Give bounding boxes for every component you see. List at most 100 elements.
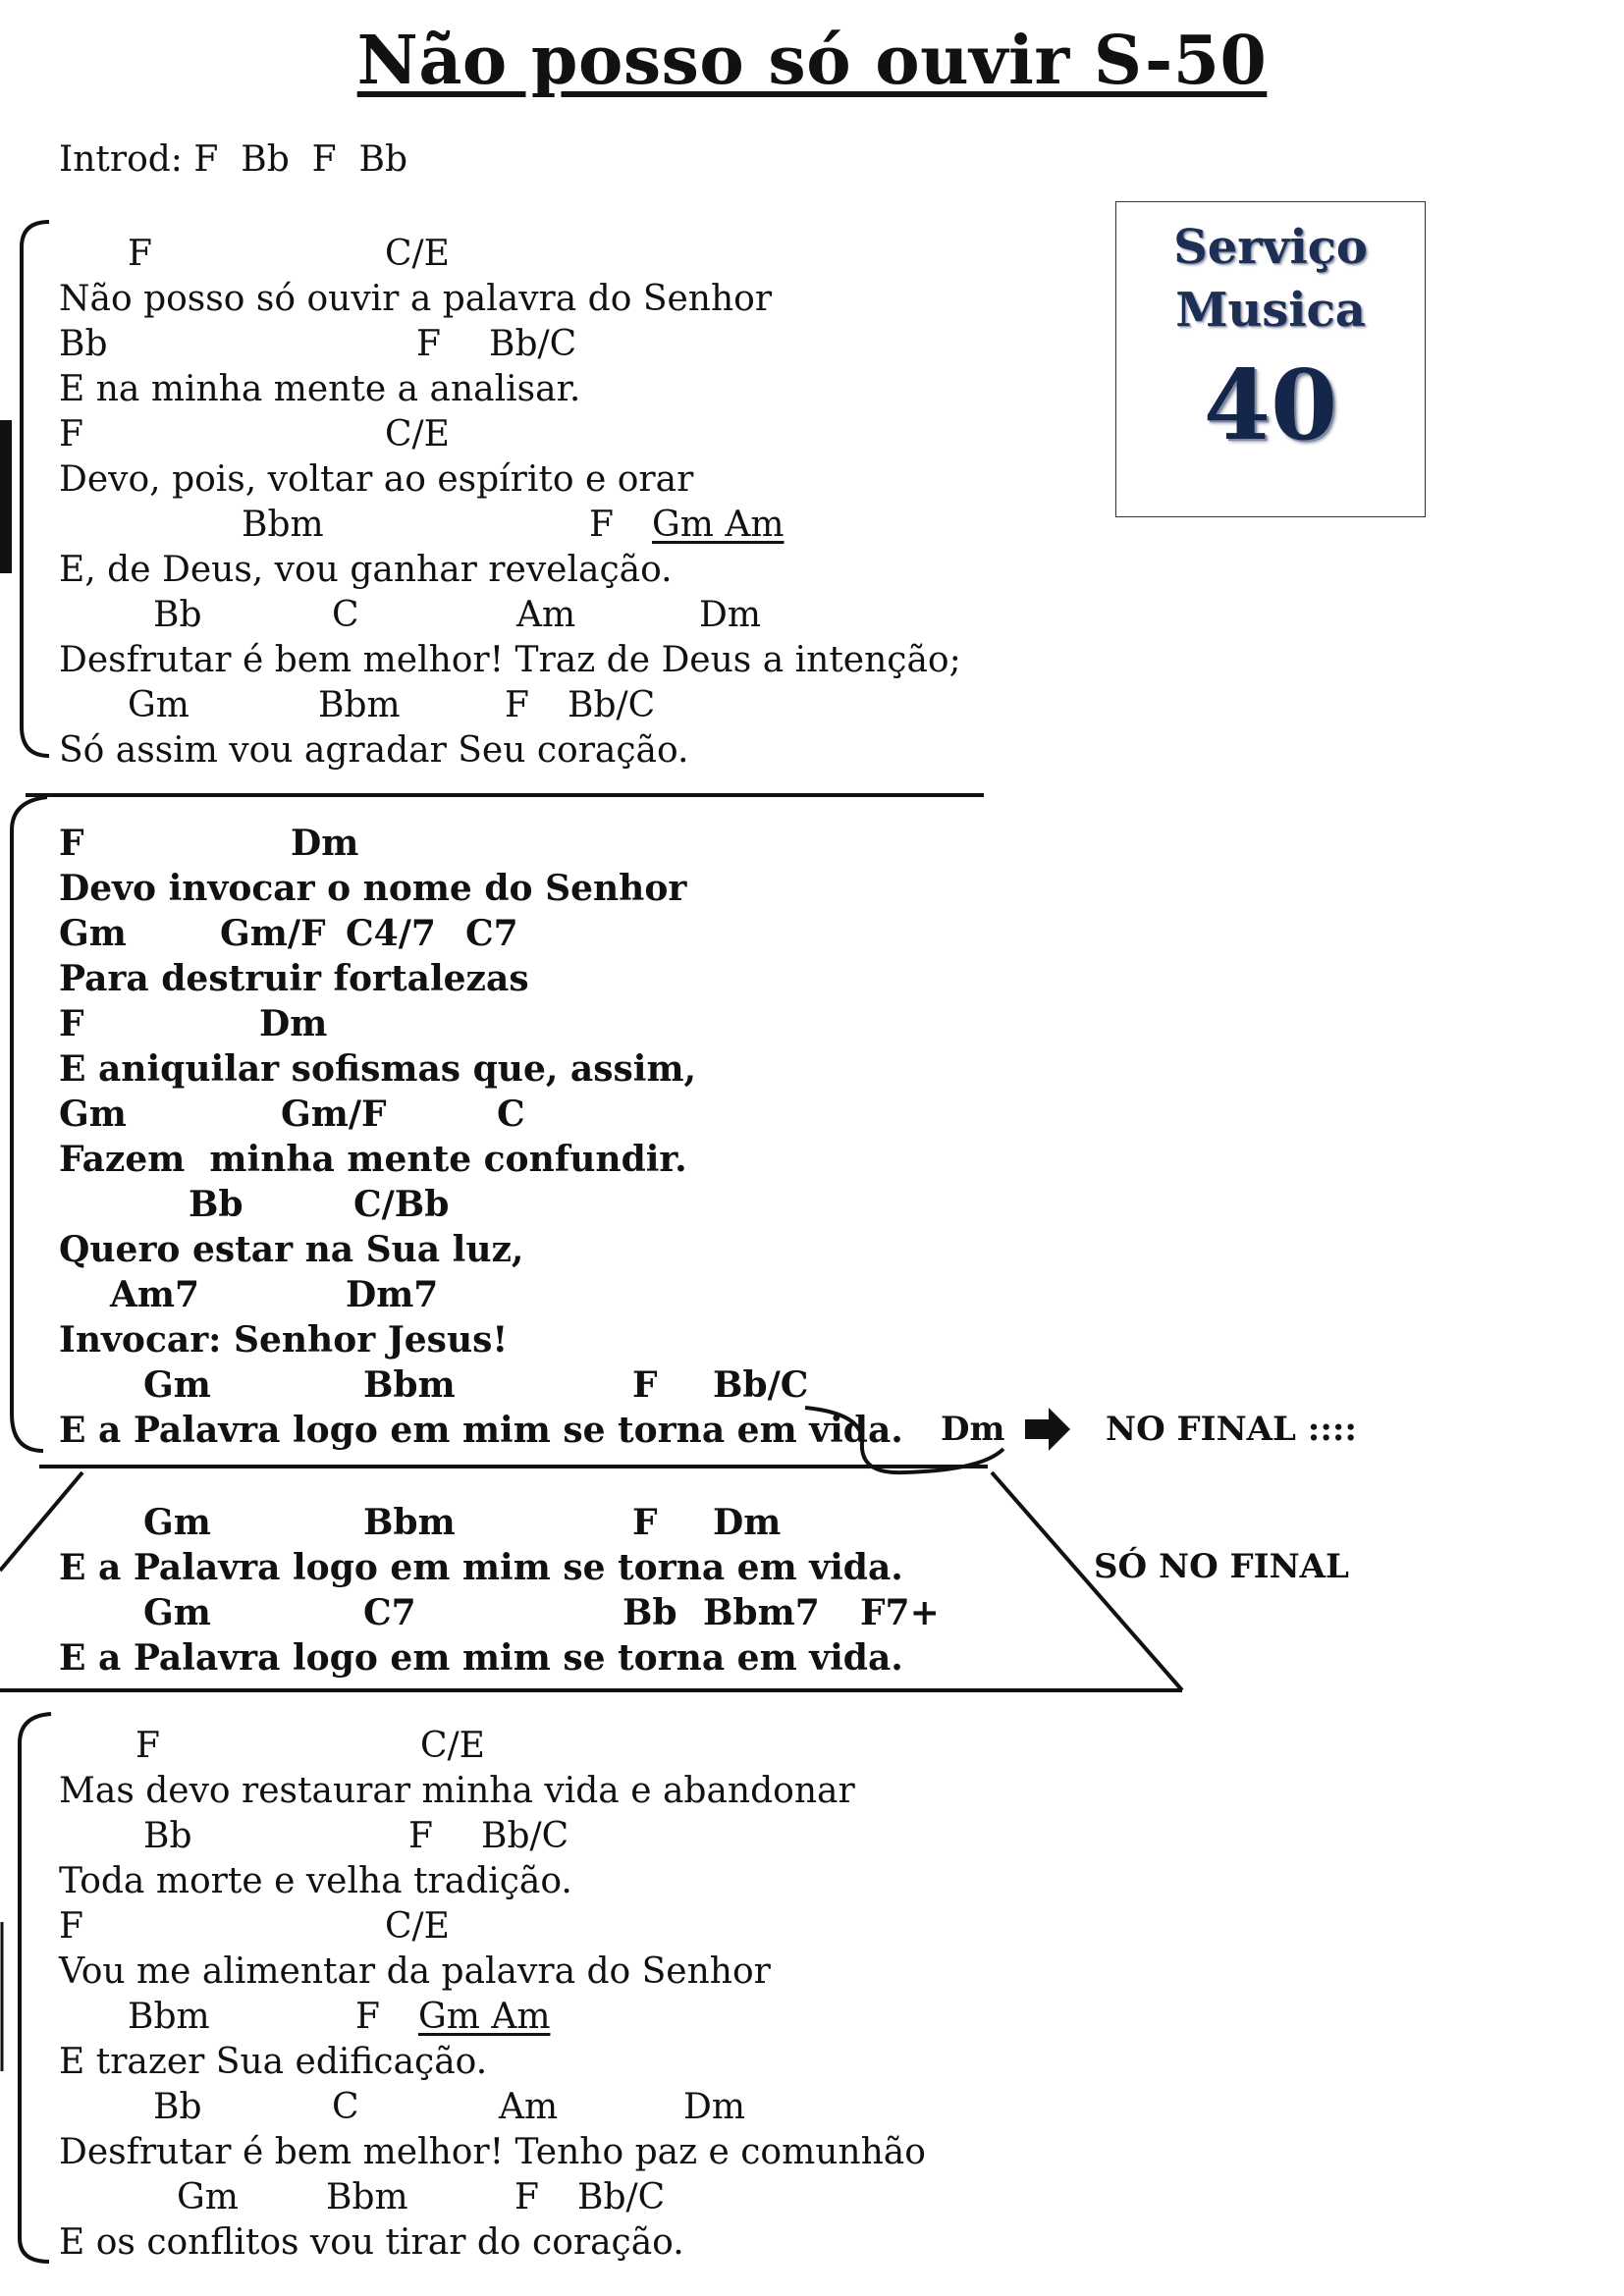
chord: Bbm [363, 1502, 456, 1543]
chord: F7+ [860, 1592, 940, 1633]
chord: F [505, 685, 529, 725]
chord: Gm Am [652, 505, 785, 545]
chord: Dm [713, 1502, 782, 1543]
chord-line: Bbm F Gm Am [59, 1995, 926, 2040]
dm-final-chord: Dm [941, 1410, 1005, 1449]
chord: C [332, 595, 359, 635]
chord: C4/7 [346, 913, 436, 954]
chorus-bracket [10, 795, 48, 1453]
lyric-line: Desfrutar é bem melhor! Traz de Deus a i… [59, 640, 961, 680]
chord: Bbm [242, 505, 324, 545]
chord: Gm/F [220, 913, 326, 954]
lyric-line: Desfrutar é bem melhor! Tenho paz e comu… [59, 2132, 926, 2172]
chord: Bb/C [713, 1364, 809, 1406]
chord: Bb [153, 2087, 202, 2127]
chord-line: Gm Bbm F Dm [59, 1500, 903, 1545]
chord: C/E [420, 1726, 485, 1766]
badge-number: 40 [1203, 349, 1338, 462]
chord: F [59, 823, 84, 864]
chord: Gm [177, 2177, 239, 2217]
chord: C [332, 2087, 359, 2127]
chord: C/E [385, 414, 450, 454]
chord: Dm [683, 2087, 745, 2127]
chord: Bbm7 [703, 1592, 820, 1633]
chord: Am [499, 2087, 559, 2127]
chord: Bb [59, 324, 108, 364]
no-final-label: NO FINAL :::: [1106, 1410, 1357, 1449]
song-title: Não posso só ouvir S-50 [356, 22, 1268, 100]
lyric-line: Quero estar na Sua luz, [59, 1229, 524, 1270]
chord: F [59, 1906, 83, 1947]
chord: Bb [623, 1592, 677, 1633]
lyric-line: Invocar: Senhor Jesus! [59, 1319, 509, 1361]
service-badge: Serviço Musica 40 [1115, 201, 1426, 517]
chord: F [514, 2177, 539, 2217]
lyric-line: E aniquilar sofismas que, assim, [59, 1048, 697, 1090]
chord: F [632, 1364, 658, 1406]
chord-line: Gm Gm/F C4/7 C7 [59, 911, 903, 956]
lyric-line: E a Palavra logo em mim se torna em vida… [59, 1410, 903, 1451]
chord: F [632, 1502, 658, 1543]
chord: Bb/C [568, 685, 656, 725]
chord: F [135, 1726, 160, 1766]
chord: F [408, 1816, 433, 1856]
verse-2: F C/E Mas devo restaurar minha vida e aban… [59, 1724, 926, 2266]
chord: Gm [143, 1502, 211, 1543]
chord: Gm Am [418, 1997, 551, 2037]
badge-line2: Musica [1175, 283, 1366, 338]
chord-line: Bb C Am Dm [59, 2085, 926, 2130]
arrow-right-icon [1025, 1408, 1070, 1451]
so-no-final-label: SÓ NO FINAL [1094, 1547, 1349, 1586]
badge-line1: Serviço [1173, 220, 1368, 275]
chord: Dm [699, 595, 761, 635]
chord-line: Bb F Bb/C [59, 322, 961, 367]
chord: F [355, 1997, 380, 2037]
lyric-line: E a Palavra logo em mim se torna em vida… [59, 1637, 903, 1679]
lyric-line: Fazem minha mente confundir. [59, 1139, 687, 1180]
chord-line: F C/E [59, 1724, 926, 1769]
chord: Bbm [363, 1364, 456, 1406]
ending-right-edge [990, 1470, 1184, 1692]
lyric-line: Para destruir fortalezas [59, 958, 529, 999]
chord: Dm [291, 823, 359, 864]
lyric-line: Não posso só ouvir a palavra do Senhor [59, 279, 773, 319]
lyric-line: Mas devo restaurar minha vida e abandona… [59, 1771, 855, 1811]
chord: Bb/C [577, 2177, 666, 2217]
chord: F [416, 324, 441, 364]
chord: C7 [465, 913, 518, 954]
lyric-line: E os conflitos vou tirar do coração. [59, 2222, 684, 2263]
chord: Gm/F [281, 1094, 387, 1135]
lyric-line: E a Palavra logo em mim se torna em vida… [59, 1547, 903, 1588]
dm-connector [804, 1406, 1005, 1475]
chord: Bbm [318, 685, 401, 725]
chord: Bb [143, 1816, 192, 1856]
lyric-line: Só assim vou agradar Seu coração. [59, 730, 689, 771]
chord: C/E [385, 1906, 450, 1947]
lyric-line: Vou me alimentar da palavra do Senhor [59, 1951, 771, 1992]
chord: Dm7 [346, 1274, 439, 1315]
lyric-line: Devo, pois, voltar ao espírito e orar [59, 459, 694, 500]
chord: Bb/C [489, 324, 577, 364]
chord: Gm [59, 1094, 127, 1135]
chord: F [59, 1003, 84, 1044]
chord: C [497, 1094, 525, 1135]
chord: Gm [59, 913, 127, 954]
chord: F [128, 234, 152, 274]
chord: Dm [259, 1003, 328, 1044]
chord: Bbm [128, 1997, 210, 2037]
verse-1-marker [0, 420, 12, 573]
